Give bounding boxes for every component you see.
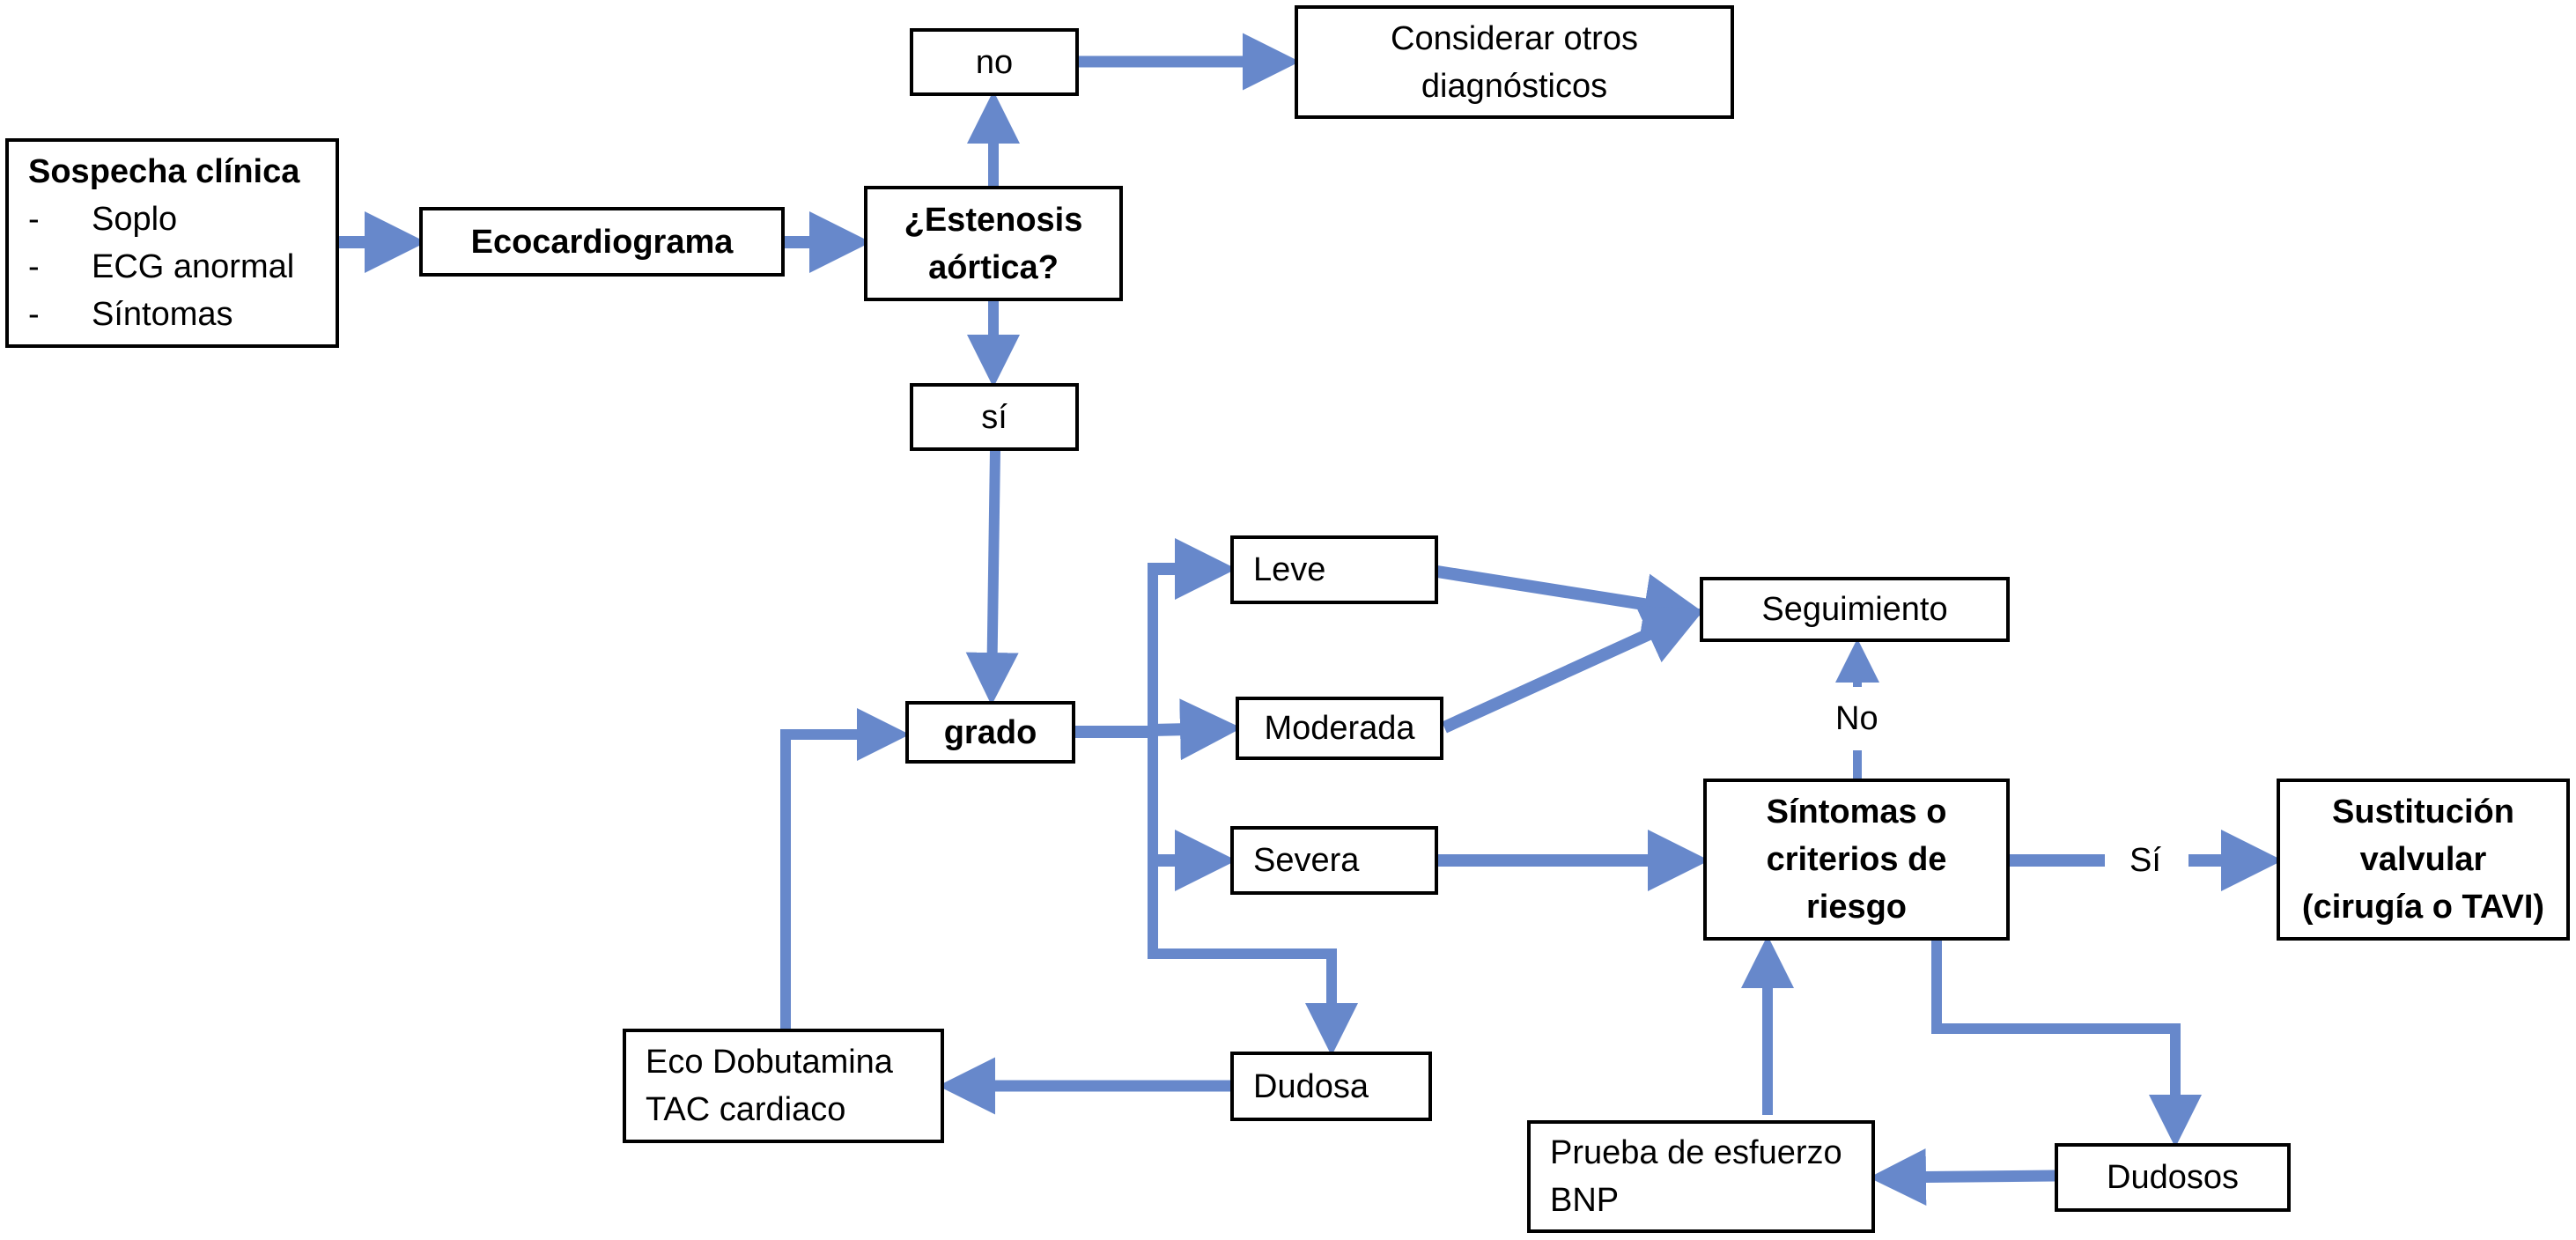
node-label-line2: aórtica? (928, 248, 1059, 286)
node-dudosos: Dudosos (2055, 1143, 2291, 1212)
sospecha-title: Sospecha clínica (28, 153, 300, 190)
node-label: Dudosos (2107, 1159, 2239, 1196)
node-grado: grado (905, 701, 1075, 764)
node-label-line2: criterios de (1766, 841, 1947, 878)
node-label-line1: Considerar otros (1391, 19, 1638, 57)
node-label-line1: Síntomas o (1766, 793, 1947, 830)
arrow-dudosos-to-prueba (1869, 1148, 2056, 1206)
list-bullet: - (28, 201, 40, 238)
arrow-eco-dobutamina-to-grado (780, 708, 910, 1029)
node-leve: Leve (1230, 535, 1438, 604)
arrow-moderada-to-seguimiento (1442, 606, 1705, 734)
node-label: grado (943, 713, 1037, 751)
node-sustitucion-valvular: Sustitución valvular (cirugía o TAVI) (2277, 779, 2570, 941)
node-severa: Severa (1230, 826, 1438, 895)
node-moderada: Moderada (1236, 697, 1443, 760)
node-label: Ecocardiograma (470, 223, 734, 261)
list-item-text: Soplo (92, 201, 178, 238)
arrow-leve-to-seguimiento (1436, 565, 1706, 635)
node-label-line1: ¿Estenosis (904, 201, 1083, 239)
node-label-line1: Eco Dobutamina (646, 1044, 893, 1081)
list-item: - ECG anormal (28, 243, 336, 291)
list-bullet: - (28, 296, 40, 333)
node-label-line2: valvular (2359, 841, 2487, 878)
node-dudosa: Dudosa (1230, 1052, 1432, 1121)
arrow-trunk-to-dudosa (1148, 948, 1358, 1056)
edge-label-si: Sí (2129, 841, 2161, 880)
node-label: Moderada (1264, 710, 1415, 747)
node-label-line3: (cirugía o TAVI) (2301, 889, 2545, 926)
node-label-line1: Sustitución (2332, 793, 2514, 830)
edge-label-no: No (1835, 699, 1878, 738)
node-prueba-esfuerzo-bnp: Prueba de esfuerzo BNP (1527, 1120, 1875, 1233)
node-si: sí (910, 383, 1079, 451)
arrow-sintomas-to-dudosos (1931, 940, 2202, 1148)
node-seguimiento: Seguimiento (1700, 577, 2010, 642)
node-label-line1: Prueba de esfuerzo (1550, 1134, 1842, 1171)
node-label-line2: diagnósticos (1421, 67, 1608, 105)
list-bullet: - (28, 248, 40, 285)
arrow-trunk-to-moderada (1150, 698, 1242, 761)
node-eco-dobutamina-tac: Eco Dobutamina TAC cardiaco (623, 1029, 944, 1143)
node-label: sí (981, 398, 1008, 436)
list-item-text: Síntomas (92, 296, 233, 333)
node-label-line2: TAC cardiaco (646, 1091, 846, 1128)
node-sospecha-clinica: Sospecha clínica - Soplo - ECG anormal -… (5, 138, 339, 348)
node-label: Leve (1253, 551, 1326, 588)
node-label: no (975, 43, 1014, 81)
list-item-text: ECG anormal (92, 248, 295, 285)
list-item: - Síntomas (28, 291, 336, 338)
list-item: - Soplo (28, 196, 336, 243)
node-label-line3: riesgo (1805, 889, 1908, 926)
node-label-line2: BNP (1550, 1182, 1620, 1219)
node-ecocardiograma: Ecocardiograma (419, 207, 785, 277)
node-sintomas-criterios-riesgo: Síntomas o criterios de riesgo (1703, 779, 2010, 941)
node-no: no (910, 28, 1079, 96)
node-label: Seguimiento (1761, 591, 1948, 628)
arrow-si-to-grado (965, 449, 1019, 705)
node-considerar-otros-diagnosticos: Considerar otros diagnósticos (1295, 5, 1734, 119)
node-estenosis-aortica: ¿Estenosis aórtica? (864, 186, 1123, 301)
node-label: Dudosa (1253, 1067, 1369, 1105)
node-label: Severa (1253, 842, 1360, 879)
